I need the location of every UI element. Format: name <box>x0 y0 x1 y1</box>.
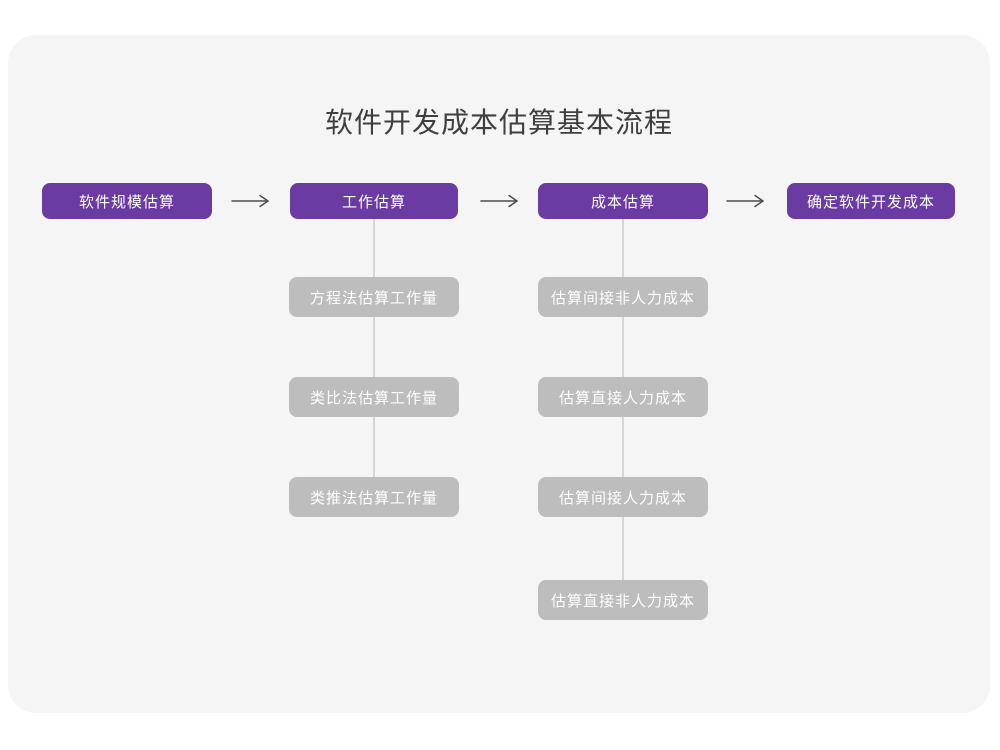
substep-label: 类比法估算工作量 <box>309 389 438 407</box>
substep-label: 类推法估算工作量 <box>309 489 438 507</box>
substep-comparison-method-workload: 类比法估算工作量 <box>289 377 459 417</box>
diagram-title: 软件开发成本估算基本流程 <box>324 107 673 138</box>
arrow-right-icon <box>480 194 518 208</box>
flowchart-card: 软件开发成本估算基本流程 软件规模估算 工作估算 成本估算 <box>8 35 990 713</box>
substep-analogy-method-workload: 类推法估算工作量 <box>289 477 459 517</box>
step-work-estimation: 工作估算 <box>290 183 458 219</box>
substep-direct-labor-cost: 估算直接人力成本 <box>538 377 708 417</box>
substep-label: 估算间接非人力成本 <box>550 289 695 307</box>
substep-indirect-non-labor-cost: 估算间接非人力成本 <box>538 277 708 317</box>
substep-label: 估算直接人力成本 <box>558 389 687 407</box>
substep-label: 方程法估算工作量 <box>309 289 438 307</box>
substep-indirect-labor-cost: 估算间接人力成本 <box>538 477 708 517</box>
substep-label: 估算直接非人力成本 <box>550 592 695 610</box>
step-cost-estimation: 成本估算 <box>538 183 708 219</box>
substep-direct-non-labor-cost: 估算直接非人力成本 <box>538 580 708 620</box>
step-label: 成本估算 <box>590 193 655 211</box>
step-determine-software-dev-cost: 确定软件开发成本 <box>787 183 955 219</box>
connector-line-work-column <box>373 218 375 497</box>
arrow-right-icon <box>231 194 269 208</box>
step-software-scale-estimation: 软件规模估算 <box>42 183 212 219</box>
step-label: 软件规模估算 <box>78 193 175 211</box>
step-label: 工作估算 <box>341 193 406 211</box>
substep-equation-method-workload: 方程法估算工作量 <box>289 277 459 317</box>
substep-label: 估算间接人力成本 <box>558 489 687 507</box>
step-label: 确定软件开发成本 <box>806 193 935 211</box>
arrow-right-icon <box>726 194 764 208</box>
